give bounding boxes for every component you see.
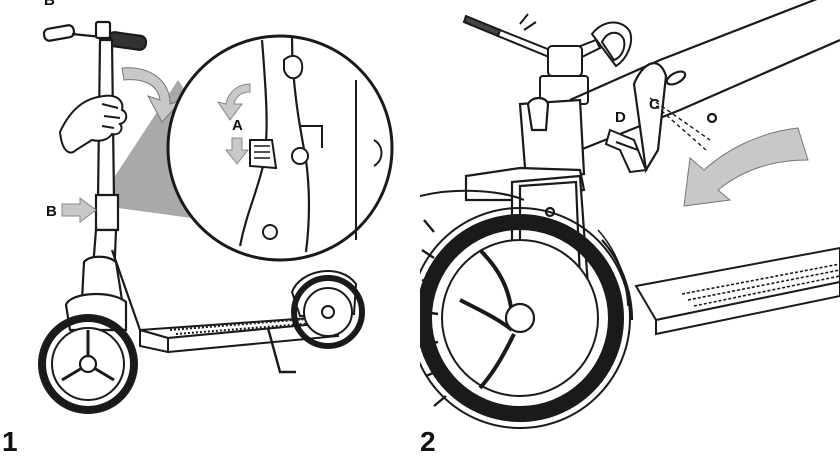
step-number-1: 1 [2, 426, 18, 457]
callout-label-a: A [232, 117, 243, 134]
fold-direction-arrow [121, 67, 184, 123]
rotate-arrow-icon [216, 83, 251, 121]
callout-label-b: B [46, 203, 57, 220]
folded-handlebar [462, 13, 632, 68]
callout-b-arrow [61, 197, 97, 223]
scooter-fold-drawing [38, 20, 394, 414]
scooter-deck-closeup [634, 246, 840, 336]
scooter-fold-closeup-drawing [420, 0, 840, 429]
scooter-frame-tube [569, 0, 840, 174]
hand-illustration [58, 94, 128, 154]
callout-label-d: D [615, 109, 626, 126]
step-number-2: 2 [420, 426, 436, 457]
rear-wheel [290, 269, 365, 349]
fold-direction-arrow-large [683, 127, 809, 207]
front-wheel [38, 314, 138, 414]
magnified-latch-detail [166, 34, 394, 262]
cropped-heading-text: B [44, 0, 55, 9]
handlebar [42, 20, 148, 51]
callout-label-c: C [649, 96, 660, 113]
step-1-illustration: B [2, 0, 394, 457]
step-2-illustration: C D 2 [420, 0, 840, 459]
front-wheel-closeup [420, 189, 634, 429]
kickstand [266, 327, 296, 374]
latch-hook [604, 128, 648, 174]
callout-a-arrow [224, 137, 250, 165]
